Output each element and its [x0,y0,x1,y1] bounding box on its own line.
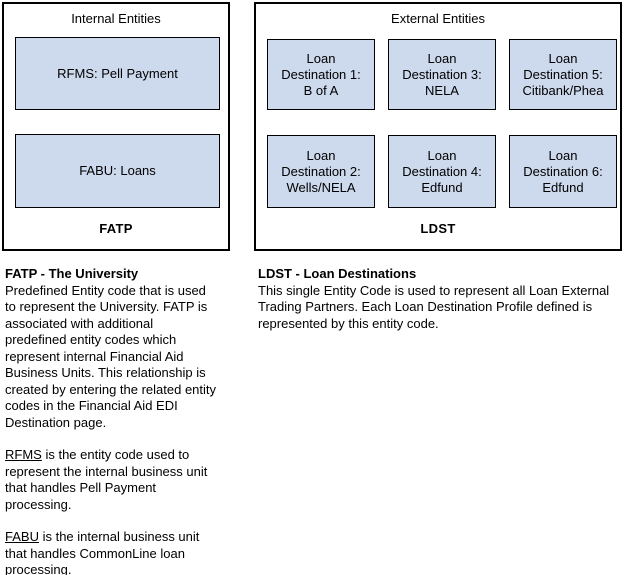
loan-destination-4-box: Loan Destination 4: Edfund [388,135,496,208]
fabu-term: FABU [5,529,39,544]
loan-destination-1-box: Loan Destination 1: B of A [267,39,375,110]
external-entities-panel: External Entities Loan Destination 1: B … [254,2,622,251]
loan-destination-6-label: Loan Destination 6: Edfund [523,147,603,195]
internal-entities-panel: Internal Entities RFMS: Pell Payment FAB… [2,2,230,251]
rfms-term: RFMS [5,447,42,462]
external-panel-footer-ldst: LDST [420,221,456,236]
fabu-box-label: FABU: Loans [79,163,156,178]
rfms-pell-payment-box: RFMS: Pell Payment [15,37,220,110]
loan-destination-1-label: Loan Destination 1: B of A [281,50,361,98]
internal-panel-title: Internal Entities [71,11,161,26]
loan-destination-4-label: Loan Destination 4: Edfund [402,147,482,195]
ldst-description-paragraph: This single Entity Code is used to repre… [258,282,610,331]
loan-destination-3-box: Loan Destination 3: NELA [388,39,496,110]
fabu-loans-box: FABU: Loans [15,134,220,208]
loan-destination-2-label: Loan Destination 2: Wells/NELA [281,147,361,195]
ldst-description-heading: LDST - Loan Destinations [258,266,417,281]
fatp-description: FATP - The University Predefined Entity … [5,266,248,575]
fatp-description-heading: FATP - The University [5,266,139,281]
loan-destination-6-box: Loan Destination 6: Edfund [509,135,617,208]
loan-destination-2-box: Loan Destination 2: Wells/NELA [267,135,375,208]
rfms-description-paragraph: RFMS is the entity code used to represen… [5,447,248,513]
rfms-box-label: RFMS: Pell Payment [57,65,178,81]
loan-destination-5-label: Loan Destination 5: Citibank/Phea [522,50,604,98]
fabu-description-paragraph: FABU is the internal business unit that … [5,529,248,575]
rfms-description-text: is the entity code used to represent the… [5,447,208,512]
loan-destination-3-label: Loan Destination 3: NELA [402,50,482,98]
loan-destination-5-box: Loan Destination 5: Citibank/Phea [509,39,617,110]
internal-panel-footer-fatp: FATP [99,221,133,236]
fatp-description-paragraph: Predefined Entity code that is used to r… [5,282,217,430]
fabu-description-text: is the internal business unit that handl… [5,529,200,575]
external-panel-title: External Entities [391,11,485,26]
ldst-description: LDST - Loan Destinations This single Ent… [258,266,624,332]
